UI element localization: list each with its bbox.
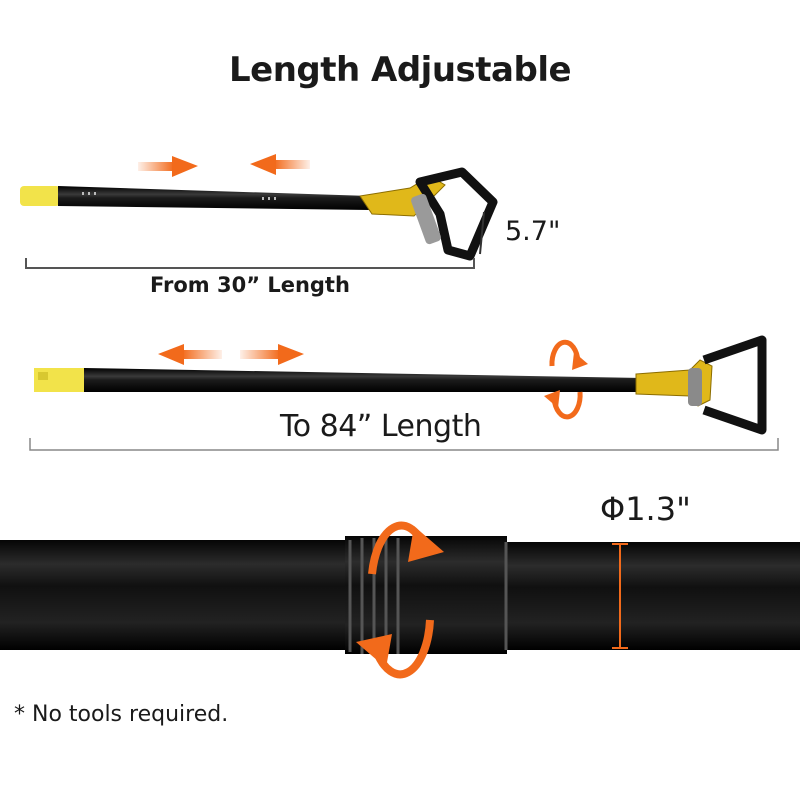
min-length-label: From 30” Length: [150, 273, 350, 297]
diameter-dimension-line: [612, 543, 628, 649]
stirrup-blade: [702, 335, 767, 435]
pole: [84, 368, 640, 392]
head-width-label: 5.7": [505, 216, 561, 247]
arrow-right-icon: [138, 156, 198, 177]
length-dimension-line: [29, 438, 779, 451]
rotate-icon: [544, 339, 588, 420]
diameter-label: Φ1.3": [600, 490, 691, 528]
pole-segment-left: [0, 540, 355, 650]
long-hoe: [29, 335, 779, 451]
arrow-left-icon: [250, 154, 310, 175]
width-dimension-line: [479, 211, 485, 255]
rotate-icon: [356, 521, 444, 679]
blade-metal-plate: [688, 368, 702, 406]
short-hoe: [20, 154, 498, 269]
blade-metal-plate: [411, 193, 441, 245]
pole: [58, 186, 370, 210]
footnote: * No tools required.: [14, 702, 229, 727]
pole-closeup: [0, 521, 800, 679]
length-dimension-line: [25, 258, 475, 269]
pole-holes: [82, 192, 276, 200]
arrow-right-icon: [240, 344, 304, 365]
yellow-end-grip: [20, 186, 60, 206]
page-title: Length Adjustable: [228, 50, 572, 90]
arrow-left-icon: [158, 344, 222, 365]
max-length-label: To 84” Length: [280, 409, 482, 444]
pole-segment-right: [505, 542, 800, 650]
stirrup-blade: [415, 167, 498, 261]
